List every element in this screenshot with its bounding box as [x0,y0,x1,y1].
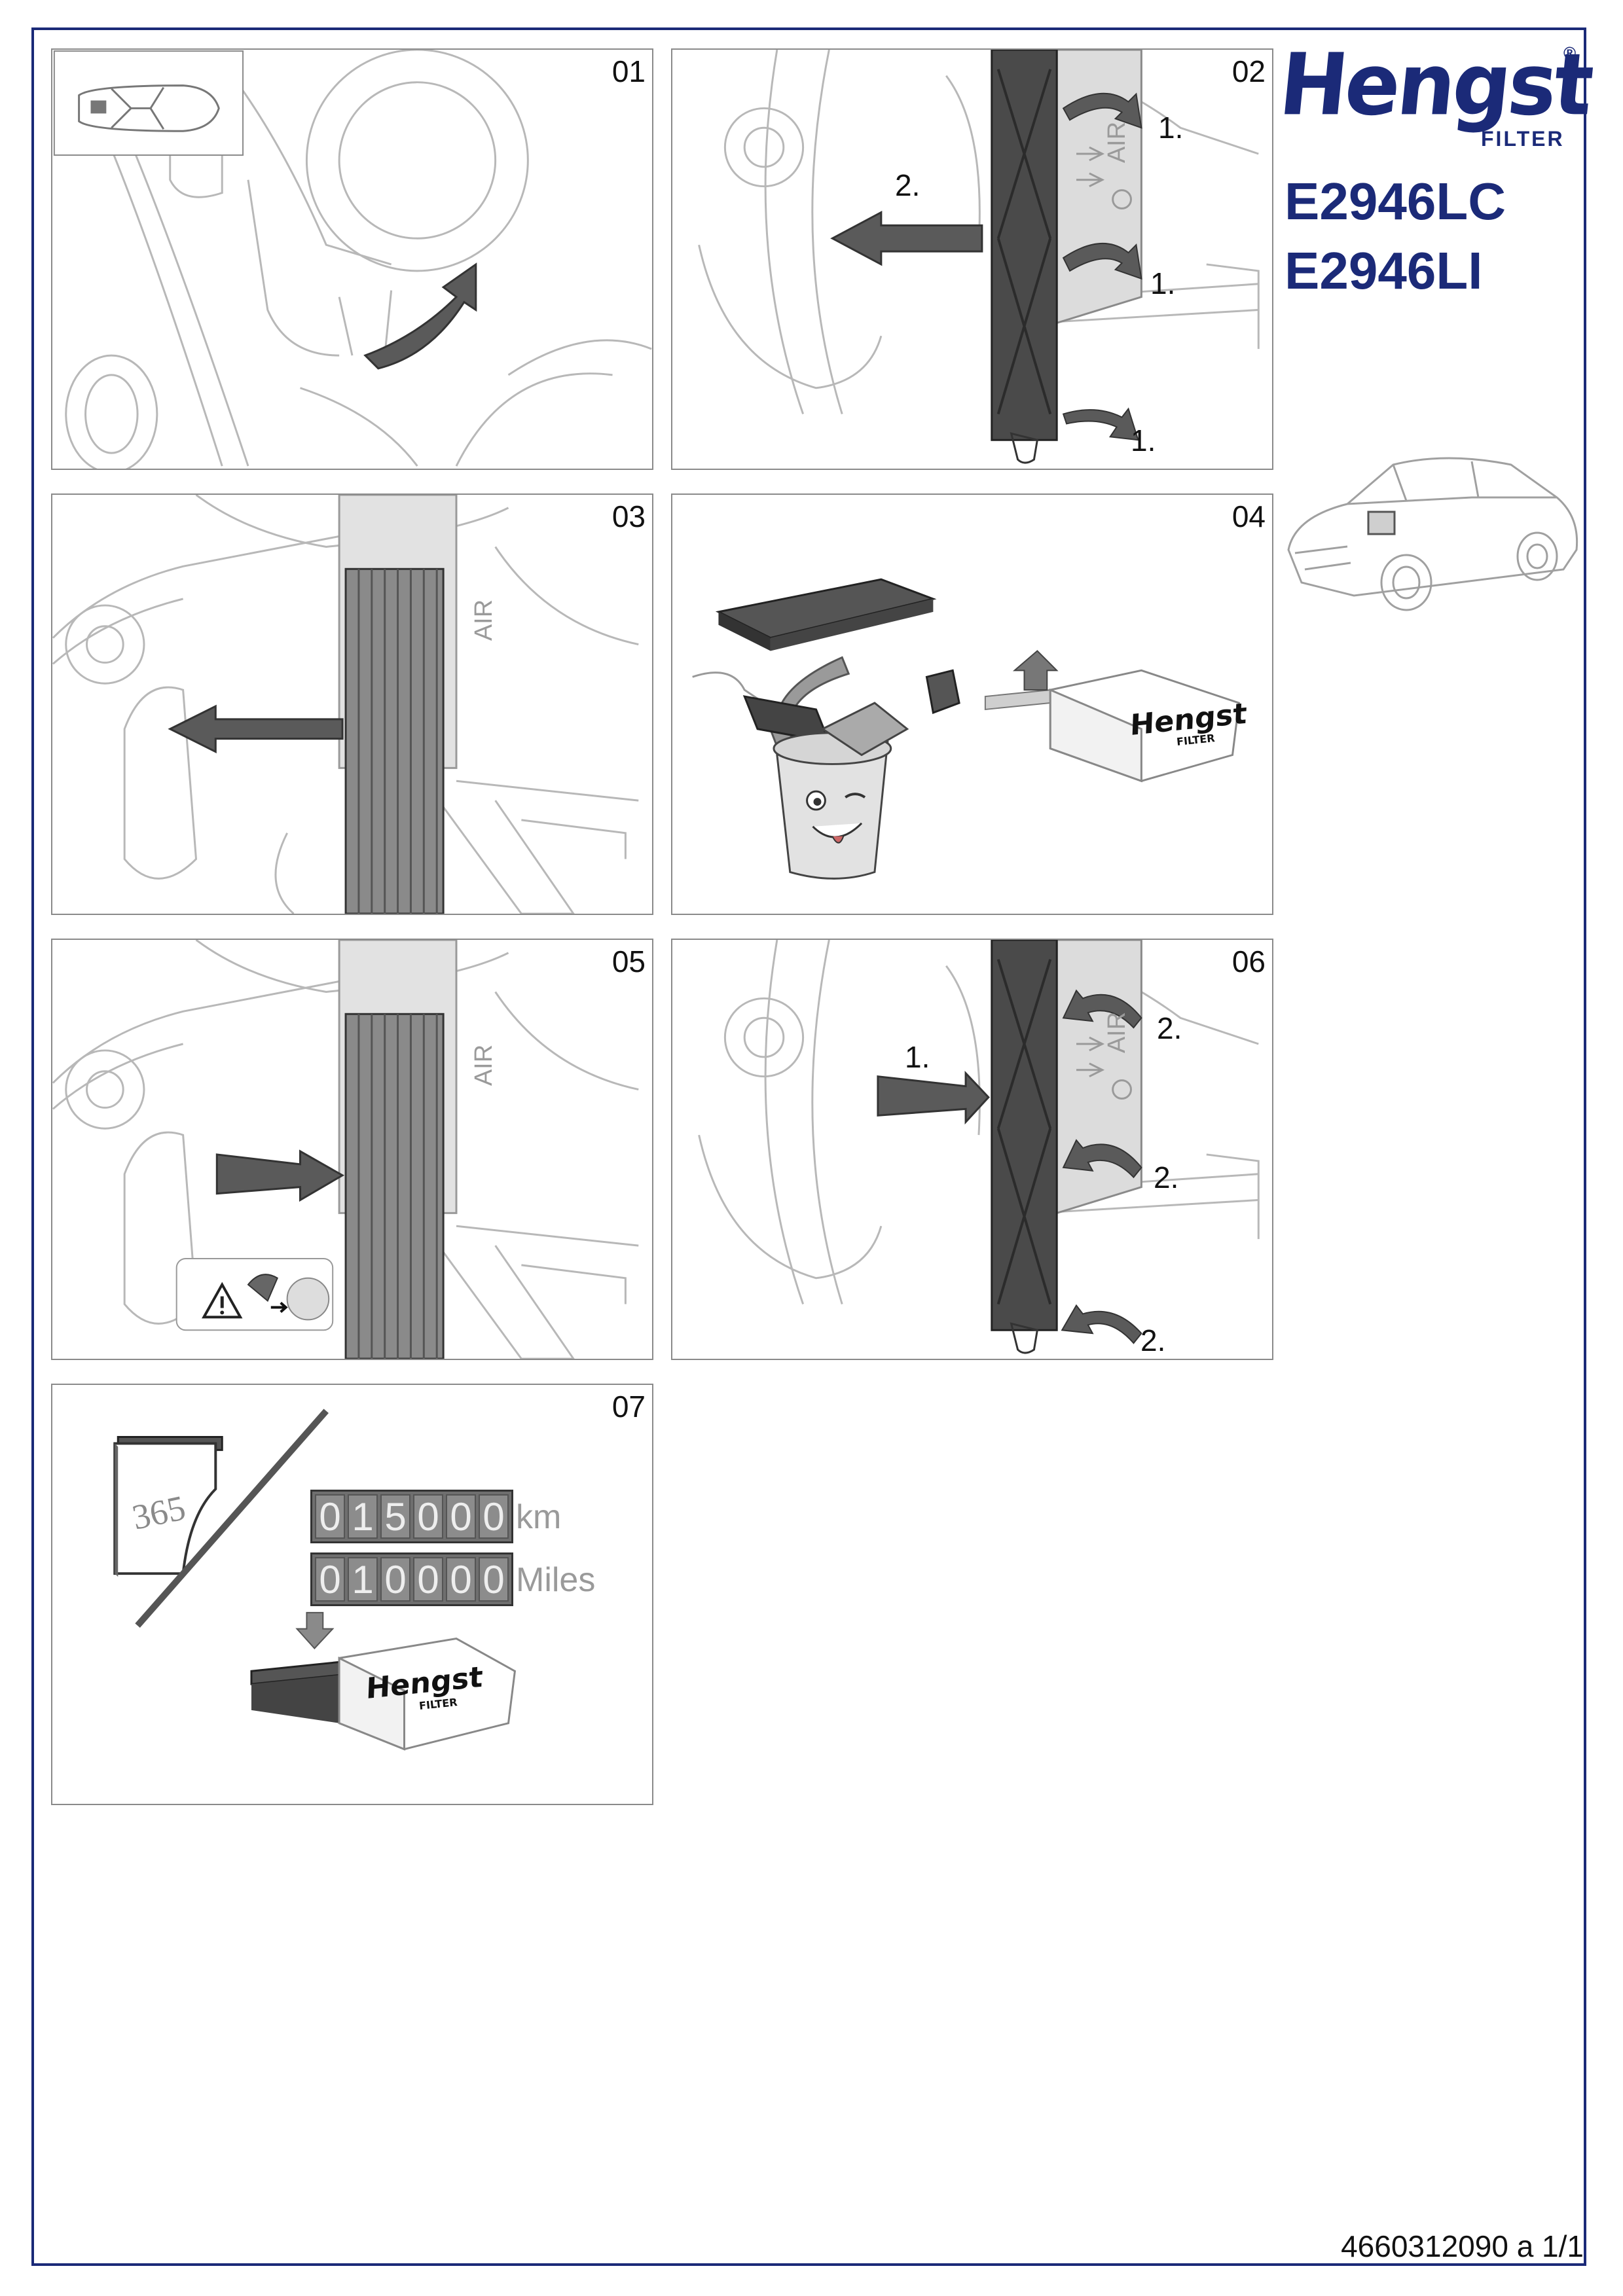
km-unit: km [516,1498,562,1536]
odometer-digit: 0 [315,1557,345,1602]
air-direction-stamp: AIR [1103,121,1131,164]
panel-04: 04 Hengst FILTER [671,493,1273,915]
step-label: 1. [1150,266,1176,300]
panel-01: 01 [51,48,653,470]
air-direction-stamp: AIR [470,1044,498,1086]
step-label: 1. [1158,111,1184,145]
glovebox-area-illustration [698,50,1260,464]
km-odometer: 0 1 5 0 0 0 [310,1490,513,1543]
air-direction-stamp: AIR [470,599,498,641]
panel-number: 06 [1231,944,1266,978]
panel-number: 03 [611,499,646,533]
trash-bin-mascot-icon [773,702,909,880]
curved-arrow-icon [1062,407,1139,441]
odometer-digit: 0 [446,1494,476,1539]
odometer-digit: 0 [380,1557,410,1602]
odometer-digit: 0 [413,1494,443,1539]
page-frame [31,27,1586,2266]
brand-logo: Hengst [1275,35,1596,135]
part-code-lc: E2946LC [1285,172,1506,230]
curved-arrow-icon [1062,92,1142,129]
step-label: 2. [1157,1011,1182,1045]
curved-arrow-icon [363,262,477,370]
arrow-push-icon [877,1070,990,1125]
warning-inset [175,1257,334,1331]
miles-unit: Miles [516,1561,596,1599]
curved-arrow-icon [1062,1139,1142,1179]
arrow-pull-icon [168,704,344,753]
car-top-view-icon [53,50,244,156]
miles-odometer: 0 1 0 0 0 0 [310,1552,513,1606]
filter-removal-illustration [52,495,639,914]
brand-subtitle: FILTER [1481,127,1565,151]
car-perspective-icon [1287,457,1578,611]
panel-05: 05 AIR [51,939,653,1360]
panel-number: 01 [611,54,646,88]
odometer-digit: 0 [315,1494,345,1539]
arrow-up-icon [1012,650,1059,691]
panel-number: 07 [611,1390,646,1424]
calendar-icon [113,1436,223,1577]
curved-arrow-icon [1062,989,1142,1029]
cover-reinstall-illustration [698,940,1260,1354]
panel-06: 06 1. 2. 2. 2. AIR [671,939,1273,1360]
interior-dashboard-illustration [53,50,652,469]
brand-block: Hengst ® FILTER [1275,36,1596,158]
panel-number: 02 [1231,54,1266,88]
arrow-push-icon [215,1149,345,1202]
step-label: 2. [1154,1160,1179,1194]
step-label: 1. [1131,423,1156,457]
document-code: 4660312090 a 1/1 [1341,2229,1584,2263]
panel-03: 03 AIR [51,493,653,915]
divider-slash [135,1408,329,1628]
odometer-digit: 5 [380,1494,410,1539]
step-label: 1. [905,1040,930,1074]
odometer-digit: 0 [413,1557,443,1602]
step-label: 2. [895,168,921,202]
filter-insertion-illustration [52,940,639,1359]
dispose-and-unpack-illustration [692,578,1241,880]
service-interval-illustration [113,1408,517,1751]
odometer-digit: 0 [479,1494,509,1539]
odometer-digit: 1 [348,1557,378,1602]
panel-number: 05 [611,944,646,978]
step-label: 2. [1140,1323,1166,1357]
air-direction-stamp: AIR [1103,1011,1131,1054]
odometer-digit: 0 [479,1557,509,1602]
panel-number: 04 [1231,499,1266,533]
registered-mark: ® [1563,43,1577,63]
curved-arrow-icon [1061,1304,1142,1344]
odometer-digit: 1 [348,1494,378,1539]
curved-arrow-icon [1062,242,1142,280]
panel-02: 02 1. 2. 1. 1. AIR [671,48,1273,470]
arrow-pull-icon [830,210,983,266]
odometer-digit: 0 [446,1557,476,1602]
arrow-down-icon [295,1611,335,1649]
panel-07: 07 365 0 1 5 0 0 0 km 0 1 0 0 0 0 Miles … [51,1384,653,1805]
part-code-li: E2946LI [1285,242,1483,300]
